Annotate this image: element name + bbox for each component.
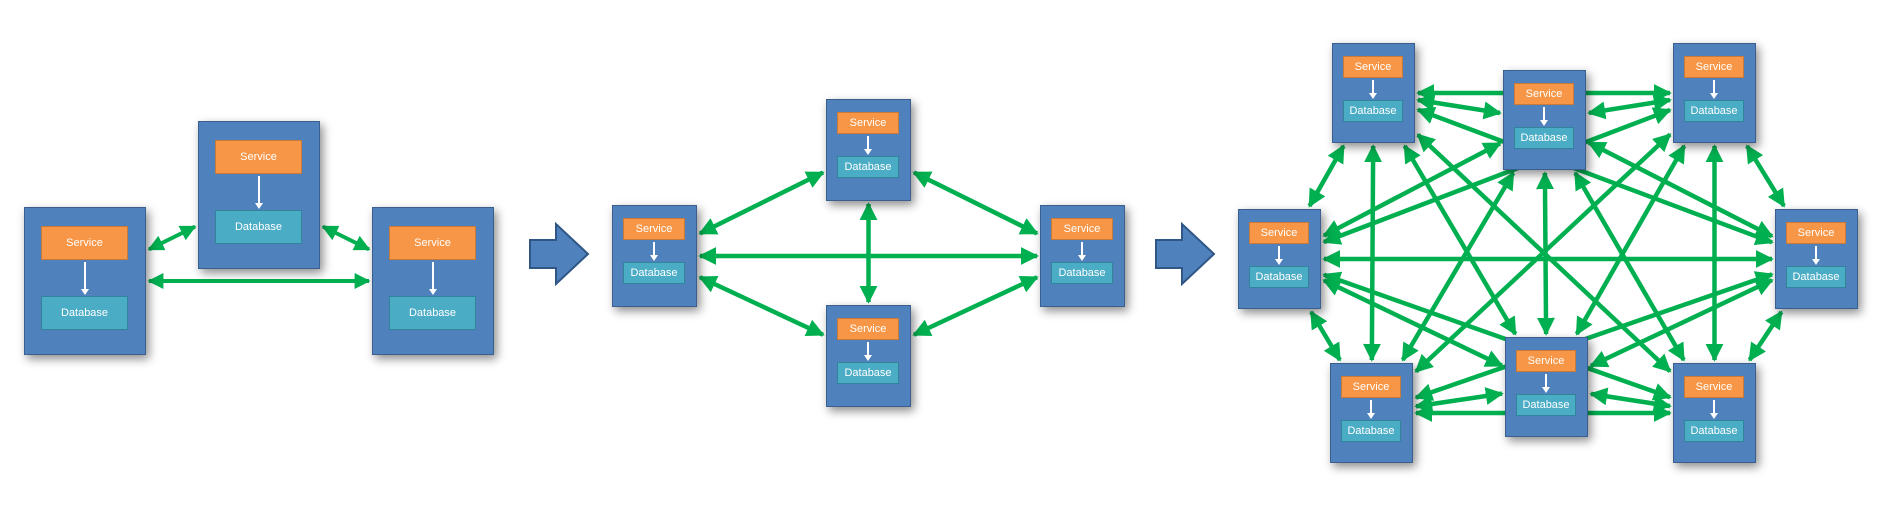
service-label: Service: [389, 226, 476, 260]
connection-arrow: [1747, 310, 1784, 362]
service-label: Service: [623, 218, 685, 240]
connection-arrow: [912, 275, 1039, 337]
arrow-head-icon: [650, 255, 658, 261]
database-label: Database: [1684, 420, 1744, 442]
arrow-head-icon: [254, 203, 263, 209]
arrow-head-icon: [1542, 387, 1550, 393]
service-to-database-arrow: [1543, 107, 1545, 120]
database-label: Database: [623, 262, 685, 284]
arrow-head-icon: [1369, 93, 1377, 99]
service-label: Service: [1051, 218, 1113, 240]
service-to-database-arrow: [1815, 246, 1817, 259]
arrow-head-icon: [1710, 413, 1718, 419]
connection-arrow: [1322, 278, 1504, 368]
service-to-database-arrow: [1545, 374, 1547, 387]
database-label: Database: [389, 296, 476, 330]
connection-arrow: [1745, 144, 1786, 208]
connection-arrow: [912, 170, 1039, 236]
connection-arrow: [1416, 93, 1502, 120]
service-label: Service: [1684, 56, 1744, 78]
database-label: Database: [1786, 266, 1846, 288]
service-label: Service: [215, 140, 302, 174]
database-label: Database: [1341, 420, 1401, 442]
service-label: Service: [1516, 350, 1576, 372]
connection-arrow: [1589, 387, 1672, 413]
service-to-database-arrow: [431, 262, 434, 289]
connection-arrow: [1589, 278, 1774, 368]
service-to-database-arrow: [1713, 80, 1715, 93]
arrow-head-icon: [80, 289, 89, 295]
service-label: Service: [1684, 376, 1744, 398]
connection-arrow: [1587, 93, 1672, 120]
service-to-database-arrow: [83, 262, 86, 289]
service-to-database-arrow: [257, 176, 260, 203]
arrow-head-icon: [1710, 93, 1718, 99]
service-label: Service: [1249, 222, 1309, 244]
service-to-database-arrow: [867, 342, 869, 355]
arrow-head-icon: [1275, 259, 1283, 265]
service-label: Service: [1786, 222, 1846, 244]
service-to-database-arrow: [1713, 400, 1715, 413]
connection-arrow: [1307, 144, 1346, 208]
connection-arrow: [321, 224, 371, 252]
connection-arrow: [147, 224, 197, 252]
right-block-arrow-icon: [1155, 221, 1216, 287]
service-label: Service: [837, 112, 899, 134]
database-label: Database: [215, 210, 302, 244]
service-label: Service: [1341, 376, 1401, 398]
database-label: Database: [1514, 127, 1574, 149]
service-to-database-arrow: [1372, 80, 1374, 93]
service-to-database-arrow: [867, 136, 869, 149]
arrow-head-icon: [864, 355, 872, 361]
connection-arrow: [1414, 387, 1504, 413]
service-label: Service: [41, 226, 128, 260]
connection-arrow: [1362, 144, 1383, 362]
service-label: Service: [1514, 83, 1574, 105]
arrow-head-icon: [428, 289, 437, 295]
connection-arrow: [1309, 310, 1342, 362]
database-label: Database: [837, 362, 899, 384]
service-to-database-arrow: [1370, 400, 1372, 413]
database-label: Database: [1684, 100, 1744, 122]
right-block-arrow-icon: [529, 221, 590, 287]
database-label: Database: [41, 296, 128, 330]
service-label: Service: [1343, 56, 1403, 78]
database-label: Database: [1249, 266, 1309, 288]
service-to-database-arrow: [653, 242, 655, 255]
arrow-head-icon: [1540, 120, 1548, 126]
arrow-head-icon: [1812, 259, 1820, 265]
database-label: Database: [1343, 100, 1403, 122]
service-label: Service: [837, 318, 899, 340]
arrow-head-icon: [864, 149, 872, 155]
database-label: Database: [837, 156, 899, 178]
arrow-head-icon: [1078, 255, 1086, 261]
service-to-database-arrow: [1278, 246, 1280, 259]
connection-arrow: [698, 170, 825, 236]
connection-arrow: [698, 275, 825, 337]
service-to-database-arrow: [1081, 242, 1083, 255]
database-label: Database: [1516, 394, 1576, 416]
arrow-head-icon: [1367, 413, 1375, 419]
database-label: Database: [1051, 262, 1113, 284]
